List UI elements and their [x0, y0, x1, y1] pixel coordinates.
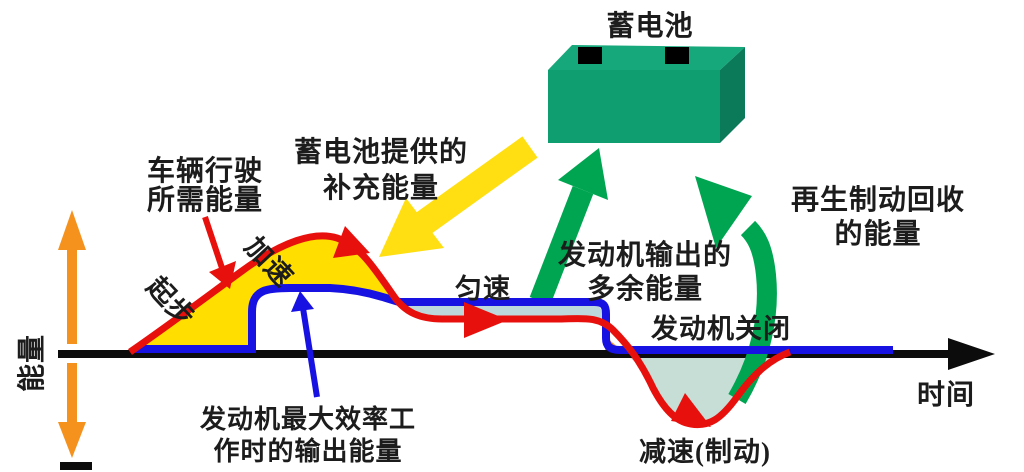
battery-supplement-arrow	[379, 136, 538, 257]
surplus-to-battery-arrow	[529, 148, 608, 305]
regen-to-battery-arrow	[695, 176, 777, 405]
vehicle-energy-label: 车辆行驶 所需能量	[146, 156, 264, 216]
battery-box	[548, 45, 745, 143]
vehicle-demand-curve	[128, 226, 792, 429]
engine-surplus-label: 发动机输出的 多余能量	[557, 240, 733, 305]
battery-label: 蓄电池	[606, 11, 694, 42]
engine-output-pointer-arrow	[291, 291, 320, 398]
decelerate-label: 减速(制动)	[639, 437, 771, 467]
red-arrowhead-dip	[671, 393, 711, 427]
regen-braking-label: 再生制动回收 的能量	[790, 185, 966, 250]
battery-terminal-left	[578, 47, 602, 64]
constant-speed-label: 匀速	[455, 274, 511, 304]
battery-terminal-right	[665, 47, 689, 64]
battery-supplement-label: 蓄电池提供的 补充能量	[293, 137, 469, 204]
engine-off-label: 发动机关闭	[651, 314, 791, 344]
y-axis-label: 能量	[17, 333, 48, 393]
vehicle-energy-pointer-arrow	[202, 216, 236, 289]
engine-max-efficiency-label: 发动机最大效率工 作时的输出能量	[199, 405, 417, 466]
demand-energy-yellow-fill	[137, 235, 397, 351]
red-arrowhead-cruise	[464, 302, 508, 338]
y-axis-arrow	[58, 210, 92, 470]
x-axis-label: 时间	[916, 380, 976, 411]
red-arrowhead-peak	[333, 226, 370, 258]
